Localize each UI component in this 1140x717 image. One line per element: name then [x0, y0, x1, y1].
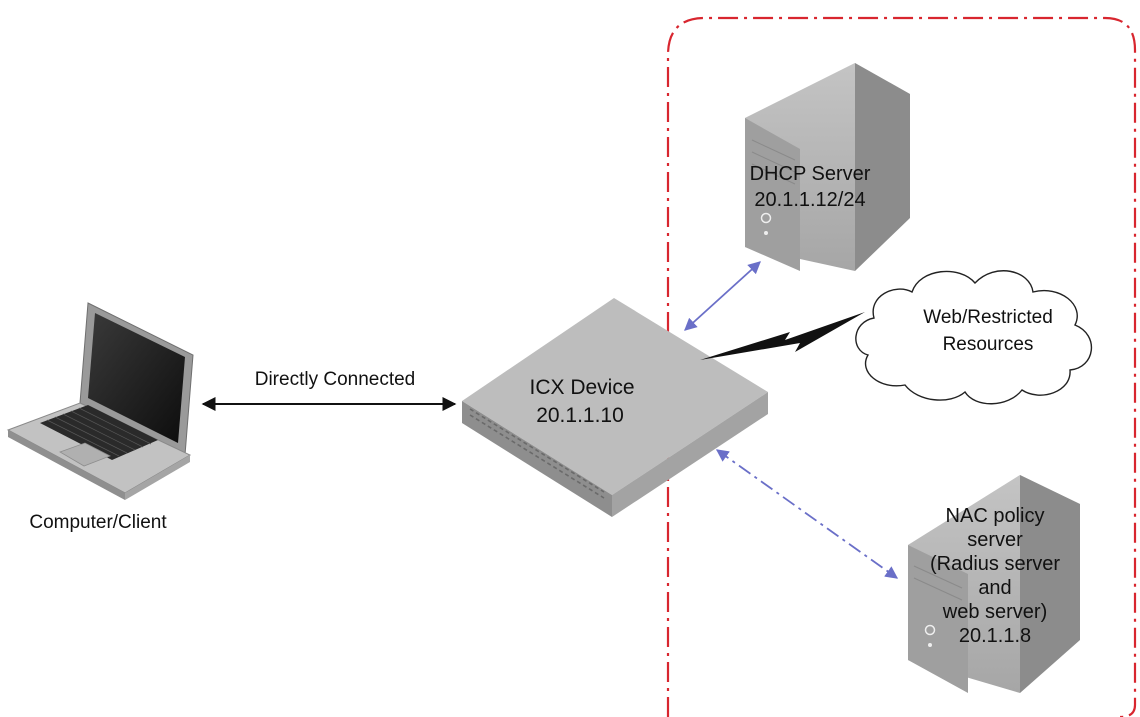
link-label-directly-connected: Directly Connected — [255, 369, 416, 390]
icx-cloud-link — [700, 312, 865, 360]
icx-label-ip: 20.1.1.10 — [536, 404, 624, 427]
server-tower-icon — [908, 475, 1080, 693]
cloud-icon — [855, 270, 1092, 405]
client-label: Computer/Client — [29, 512, 167, 533]
nac-label-line2: server — [967, 529, 1023, 551]
cloud-label-line1: Web/Restricted — [923, 307, 1053, 328]
nac-label-line3: (Radius server — [930, 553, 1060, 575]
nac-label-line4: and — [978, 577, 1011, 599]
icx-label-name: ICX Device — [529, 376, 634, 399]
laptop-icon — [6, 302, 194, 500]
dhcp-label-ip: 20.1.1.12/24 — [754, 189, 865, 211]
nac-label-line1: NAC policy — [946, 505, 1045, 527]
switch-icon — [462, 298, 768, 517]
icx-nac-link — [715, 449, 899, 579]
cloud-label-line2: Resources — [943, 334, 1034, 355]
icx-dhcp-link — [684, 261, 761, 331]
nac-label-line6: 20.1.1.8 — [959, 625, 1031, 647]
nac-label-line5: web server) — [942, 601, 1047, 623]
network-boundary — [666, 16, 1137, 717]
dhcp-label-name: DHCP Server — [750, 163, 871, 185]
server-tower-icon — [745, 63, 910, 271]
